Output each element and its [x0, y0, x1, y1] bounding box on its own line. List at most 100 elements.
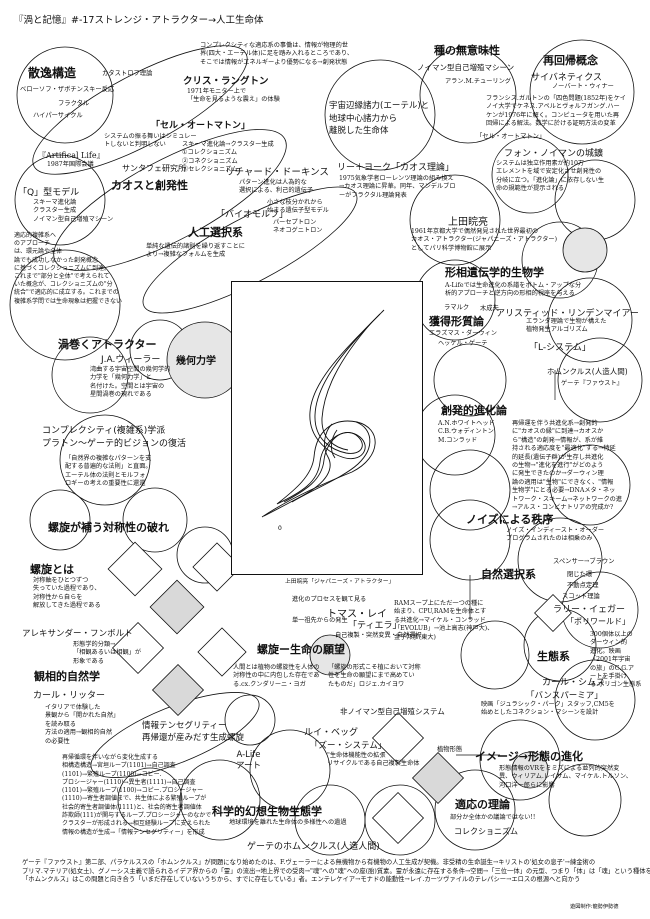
- rasen-ganbo-title: 螺旋ー生命の願望: [257, 643, 345, 656]
- kikarikigaku-title: 幾何力学: [176, 356, 216, 367]
- sanitsu-item: ハイパーサイクル: [33, 112, 83, 119]
- homunculus-title: ホムンクルス(人造人間): [547, 367, 628, 376]
- shizen-title: 自然選択系: [481, 568, 536, 581]
- circle-zu: [249, 729, 331, 811]
- kakutoku-item: 木成夫: [480, 305, 499, 312]
- tomray-title: トマス・レイ: [327, 609, 387, 620]
- diamond-8: [411, 751, 465, 805]
- dawkins-title: リチャード・ドーキンス: [225, 167, 329, 178]
- circle-left-low2: [122, 487, 188, 553]
- sanitsu-item: ベローソフ・ザボチンスキー反応: [20, 86, 115, 93]
- ritter-text: イタリアで体験した 景観から「開かれた自然」 を読み取る 方法の適用→観相的自然…: [45, 704, 120, 745]
- circle-image: [479, 719, 561, 801]
- uzumaki-name: J.A.ウィーラー: [101, 355, 161, 365]
- tekio-text: 部分か全体かの議論ではない!!: [450, 814, 536, 821]
- seitaikei-title: 生態系: [537, 650, 570, 663]
- circle-uzumaki: [51, 336, 129, 414]
- circle-tekio: [434, 769, 516, 851]
- attractor-panel: 0: [231, 281, 423, 575]
- munou-title: 種の無意味性: [434, 44, 500, 57]
- circle-tomray-right: [460, 620, 530, 690]
- complexity-title: コンプレクシティ(複雑系)学派 プラトン～ゲーテ的ビジョンの復活: [42, 426, 187, 449]
- homunculus2-title: ゲーテのホムンクルス(人造人間): [247, 842, 380, 852]
- alife-title: 『Artifical Life』: [38, 151, 105, 160]
- saiki-name: ノーバート・ウィナー: [552, 83, 614, 90]
- taishosei-title: 螺旋が補う対称性の破れ: [48, 521, 169, 534]
- circle-alife-art: [224, 694, 276, 746]
- zu-text: "生命体機能性の拡張 リサイクルである自己複製生命体: [327, 752, 420, 768]
- munou-name: アラン.M.チューリング: [445, 78, 511, 85]
- noise-title: ノイズによる秩序: [466, 513, 554, 526]
- souhatsu-names: A.N.ホワイトヘッド C.B.ウォディントン M.コンラッド: [438, 420, 495, 444]
- kansoku-title: 観相的自然学: [34, 670, 100, 683]
- tomray-right: RAMスープ上にただ一つの種に 始まり、CPU,RAMを生命体とす る共進化→マ…: [394, 600, 494, 641]
- circle-adapt: [9, 249, 121, 361]
- kanki-text: 再帰循環を伴いながら変化生成する 相構造構造→宮垣ループ(1101)→自己調査 …: [62, 754, 212, 836]
- diamond-6: [197, 627, 247, 677]
- jinko-title: 人工選択系: [188, 226, 243, 239]
- circle-ueda: [409, 174, 501, 266]
- kagaku-text: 地球環境を離れた生命体の多様性への遺過: [229, 819, 347, 826]
- circle-saiki: [529, 39, 635, 145]
- ueda-title: 上田睆亮: [448, 217, 488, 228]
- larry-text: 300個体以上の ダーウィン的 進化。映画 「2001年宇宙 の旅」のC.G.ア…: [590, 631, 642, 689]
- uchu-title: 宇宙辺縁諸力(エーテル)と 地球中心諸力から 離脱した生命体: [329, 101, 430, 136]
- soukei-text: A-Lifeでは生命進化の系譜をボトム・アップな分 析的アプローチと逆方向の形相…: [445, 282, 582, 298]
- saiki-sub: サイバネティクス: [531, 73, 603, 83]
- tomray-label: 「ティエラ」: [348, 621, 402, 631]
- larry-title: ラリー・イェガー: [553, 605, 626, 615]
- santafe-sub: カオスと創発性: [111, 179, 188, 192]
- diamond-3: [192, 542, 242, 592]
- circle-bottom-right: [548, 763, 622, 837]
- diamond-7: [371, 711, 425, 765]
- diamond-10: [534, 594, 572, 632]
- rasen-ganbo-quote: 「螺旋の形式こそ植において対称 性を生命の願望にまで高めてい たものだ」ロジェ.…: [328, 664, 421, 688]
- circle-bottom-left: [179, 759, 261, 841]
- circle-lindenmayer: [547, 277, 633, 363]
- uzumaki-text: 湾曲する宇宙空間の幾何学的 力学を「幾何力学」と 名付けた。空間とは宇宙の 星間…: [90, 366, 171, 399]
- intro-text: コンプレクシティな適応系の事働は、情報が物理的世 界(四大・エーテル体)に足を踏…: [200, 42, 354, 66]
- ellipse-automaton: [32, 45, 248, 175]
- tomray-pre: 進化のプロセスを観て見る: [292, 596, 367, 603]
- homunculus-sub: ゲーテ『ファウスト』: [561, 380, 623, 387]
- alife-art-title: A-Life アート: [236, 750, 261, 771]
- circle-right-mid4: [549, 444, 631, 526]
- ellipse-sentence: [90, 692, 260, 778]
- noise-text: ノイズ・インディースト・オーダー プログラムされたのは相乗のみ: [506, 527, 605, 543]
- diamond-2: [149, 579, 205, 635]
- rasen-toha-text: 対称軸をひとつずつ 失っていた過程であり、 対称性から自らを 解放してきた過程で…: [33, 577, 101, 610]
- automaton-note: スキーマ進化論→クラスター生成 ①コレクショニズム ②コネクショニズム ③セレク…: [182, 141, 274, 174]
- kakutoku-item: エラズマス・ダーウィン: [429, 330, 497, 337]
- kagaku-title: 科学的幻想生物生態学: [212, 805, 322, 818]
- circle-qmodel: [14, 154, 106, 246]
- diamond-9: [371, 791, 425, 845]
- souhatsu-text: 再帰運を伴う共進化系→創発的 に"カオスの縁"に到達→カオスか ら"構造"の創発…: [512, 420, 623, 512]
- tomray-text2: 自己複製・突然変異・自然選択: [335, 632, 422, 639]
- neumann-text: システムは独立作用素が約10万 エレメントを域で安定化させ創発性の 分岐に立つ。…: [496, 160, 605, 193]
- uzumaki-title: 渦巻くアトラクター: [58, 338, 157, 351]
- image-title: イメージ→形態の進化: [475, 750, 583, 763]
- biomorph-title: 「バイオモルフ」: [216, 210, 289, 220]
- shizen-item: 不動点定理: [567, 582, 599, 589]
- circle-grey-lower: [511, 751, 549, 789]
- hineuman-title: 非ノイマン型自己増殖システム: [340, 707, 445, 716]
- langton-text: 1971年モニター上で 「生命を見るような震え」の体験: [187, 88, 280, 104]
- lindenmayer-title: アリスティッド・リンデンマイアー: [496, 309, 639, 319]
- circle-bottom-mid2: [364, 784, 436, 856]
- ellipse-santafe: [53, 129, 287, 271]
- dawkins-text2: 小さな枝分かれから 始まる遺伝子型モデル: [267, 199, 329, 215]
- shizen-item: 閉じた環: [567, 571, 593, 578]
- qmodel-text: スキーマ進化論 クラスター生成 ノイマン型自己増殖マシーン: [33, 199, 114, 223]
- humboldt-text: 形態学的分類→ 「相観あるいは相観」が 形象である: [73, 641, 142, 665]
- rasen-ganbo-text: 人間とは植物の螺旋性を人体の 対称性の中に内包した存在であ る.cx.クンダリー…: [233, 664, 320, 688]
- circle-left-low1: [29, 489, 91, 551]
- shizen-item: スペンサー→ブラウン: [553, 558, 615, 565]
- jinko-text: 単純な遺伝的諸則を繰り返すことに より→複雑なフォルムを生成: [146, 243, 245, 259]
- soukei-title: 形相遺伝学的生物学: [445, 266, 544, 279]
- image-text: 形態情報のVRをミミズによる並列的突然変 異、ウィリアム.レイサム、マイケル.ト…: [499, 765, 632, 789]
- tomray-text: 単一祖先からの発生: [292, 617, 348, 624]
- zu-label: 「ズー・システム」: [310, 741, 387, 751]
- automaton-text: システムの振る舞いはシミュレー トしないと判明しない: [104, 133, 197, 149]
- sanitsu-item: カタストロフ理論: [102, 70, 153, 77]
